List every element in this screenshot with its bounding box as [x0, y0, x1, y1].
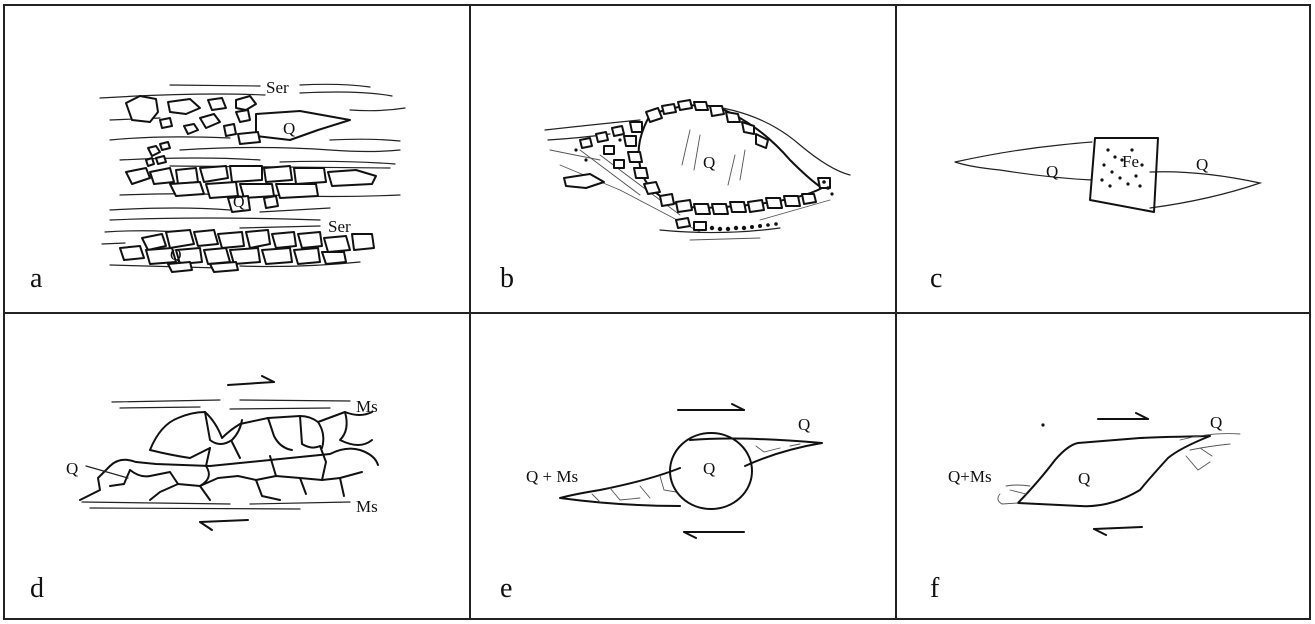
- label-quartz-muscovite: Q + Ms: [526, 467, 578, 486]
- label-quartz-core: Q: [703, 459, 715, 478]
- panel-f: Q Q+Ms Q f: [930, 413, 1240, 604]
- panel-a: Ser Q Q Ser Q a: [30, 78, 405, 294]
- panel-letter-a: a: [30, 263, 43, 294]
- panel-c: Fe Q Q c: [930, 138, 1260, 294]
- label-muscovite-top: Ms: [356, 397, 378, 416]
- label-quartz-right: Q: [1196, 155, 1208, 174]
- shear-arrow-top: [678, 404, 744, 410]
- label-quartz-left: Q: [1046, 162, 1058, 181]
- label-sericite-top: Ser: [266, 78, 289, 97]
- label-quartz-lower: Q: [170, 247, 182, 264]
- label-quartz-tail: Q: [798, 415, 810, 434]
- muscovite-foliation: [82, 400, 350, 509]
- shear-arrow-bottom: [200, 520, 248, 530]
- quartz-tail-left: [955, 142, 1092, 180]
- quartz-polygonal-aggregate: [80, 412, 378, 500]
- label-quartz: Q: [703, 153, 715, 172]
- iron-oxide-grain: [1090, 138, 1158, 212]
- shear-arrow-top: [228, 376, 274, 385]
- panel-d: Q Ms Ms d: [30, 376, 378, 604]
- shear-arrow-top: [1098, 413, 1148, 419]
- label-sericite-bottom: Ser: [328, 217, 351, 236]
- label-quartz-muscovite: Q+Ms: [948, 467, 992, 486]
- panel-b: Q b: [500, 100, 850, 294]
- panel-letter-d: d: [30, 573, 44, 604]
- label-iron: Fe: [1122, 152, 1139, 171]
- shear-arrow-bottom: [684, 532, 744, 538]
- quartz-grains-middle: [126, 142, 376, 212]
- label-quartz-upper: Q: [283, 119, 295, 138]
- label-quartz: Q: [66, 459, 78, 478]
- panel-letter-c: c: [930, 263, 942, 294]
- panel-letter-f: f: [930, 573, 940, 604]
- quartz-tail-right: [1180, 434, 1240, 470]
- label-quartz-middle: Q: [233, 194, 245, 211]
- panel-letter-b: b: [500, 263, 514, 294]
- panel-grid: [4, 5, 1310, 619]
- quartz-tail-right: [1150, 172, 1260, 208]
- tail-subgrains: [592, 444, 800, 502]
- recrystallized-grain-mantle: [564, 100, 830, 230]
- shear-arrow-bottom: [1094, 527, 1142, 535]
- label-muscovite-bottom: Ms: [356, 497, 378, 516]
- label-quartz-core: Q: [1078, 469, 1090, 488]
- panel-letter-e: e: [500, 573, 512, 604]
- panel-e: Q Q + Ms Q e: [500, 404, 822, 604]
- speck: [1041, 423, 1044, 426]
- label-quartz-tail: Q: [1210, 413, 1222, 432]
- quartz-porphyroclast: [1018, 436, 1210, 506]
